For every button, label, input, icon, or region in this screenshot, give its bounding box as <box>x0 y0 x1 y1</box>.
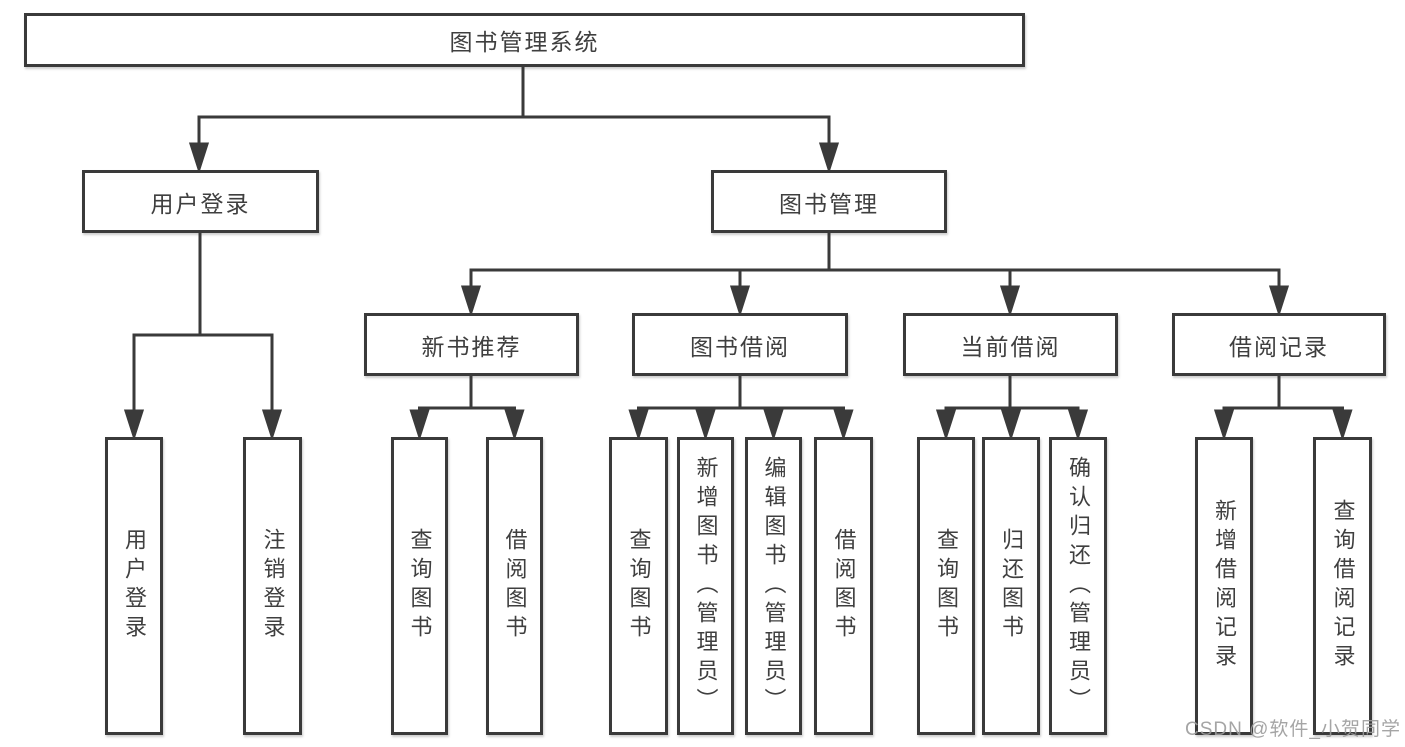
connector-arrow <box>460 270 482 317</box>
node-label: 新书推荐 <box>421 333 522 360</box>
node-label: 查询图书 <box>407 528 433 644</box>
node-label: 查询图书 <box>626 528 652 644</box>
connector-arrow <box>188 117 210 174</box>
node-current-query-books: 查询图书 <box>917 437 975 735</box>
node-borrowing-borrow-books: 借阅图书 <box>814 437 873 735</box>
node-label: 新增借阅记录 <box>1212 499 1237 673</box>
node-label: 查询借阅记录 <box>1330 499 1356 673</box>
connector-arrow <box>504 408 525 441</box>
connector-arrow <box>729 270 751 317</box>
node-label: 用户登录 <box>122 528 147 644</box>
node-user-login: 用户登录 <box>82 170 319 233</box>
connector-arrow <box>763 408 784 441</box>
connector-arrow <box>261 335 283 441</box>
connector-arrow <box>818 117 840 174</box>
node-current-borrowing: 当前借阅 <box>903 313 1118 376</box>
node-book-management: 图书管理 <box>711 170 947 233</box>
node-borrowing-records: 借阅记录 <box>1172 313 1386 376</box>
csdn-watermark: CSDN @软件_小贺同学 <box>1185 719 1401 740</box>
connector-arrow <box>628 408 649 441</box>
node-records-query-borrow-record: 查询借阅记录 <box>1313 437 1372 735</box>
connector-arrow <box>409 408 430 441</box>
node-records-add-borrow-record: 新增借阅记录 <box>1195 437 1253 735</box>
node-borrowing-edit-books-admin: 编辑图书（管理员） <box>745 437 802 735</box>
node-logout-action: 注销登录 <box>243 437 302 735</box>
node-label: 归还图书 <box>999 528 1024 644</box>
node-borrowing-query-books: 查询图书 <box>609 437 668 735</box>
connector-arrow <box>1067 408 1089 441</box>
node-label: 图书借阅 <box>690 333 790 360</box>
node-label: 图书管理 <box>779 190 879 217</box>
node-recommend-query-books: 查询图书 <box>391 437 448 735</box>
node-label: 注销登录 <box>260 528 286 644</box>
node-new-book-recommendation: 新书推荐 <box>364 313 579 376</box>
node-label: 确认归还（管理员） <box>1066 455 1091 717</box>
connector-arrow <box>1268 270 1290 317</box>
node-label: 编辑图书（管理员） <box>761 455 787 717</box>
node-label: 新增图书（管理员） <box>693 455 719 717</box>
connector-arrow <box>935 408 957 441</box>
node-current-return-books: 归还图书 <box>982 437 1040 735</box>
connector-arrow <box>123 335 145 441</box>
node-recommend-borrow-books: 借阅图书 <box>486 437 543 735</box>
node-label: 当前借阅 <box>960 333 1061 360</box>
connector-arrow <box>1332 408 1353 441</box>
connector-arrow <box>1213 408 1235 441</box>
node-label: 用户登录 <box>150 190 251 217</box>
connector-arrow <box>1000 408 1022 441</box>
node-library-management-system: 图书管理系统 <box>24 13 1025 67</box>
connector-arrow <box>999 270 1021 317</box>
node-label: 图书管理系统 <box>449 29 600 55</box>
node-book-borrowing: 图书借阅 <box>632 313 848 376</box>
node-label: 查询图书 <box>934 528 959 644</box>
node-label: 借阅图书 <box>831 528 857 644</box>
node-user-login-action: 用户登录 <box>105 437 163 735</box>
node-label: 借阅记录 <box>1229 333 1329 360</box>
node-borrowing-add-books-admin: 新增图书（管理员） <box>677 437 734 735</box>
node-current-confirm-return-admin: 确认归还（管理员） <box>1049 437 1107 735</box>
node-label: 借阅图书 <box>502 528 528 644</box>
connector-arrow <box>695 408 716 441</box>
connector-arrow <box>833 408 854 441</box>
